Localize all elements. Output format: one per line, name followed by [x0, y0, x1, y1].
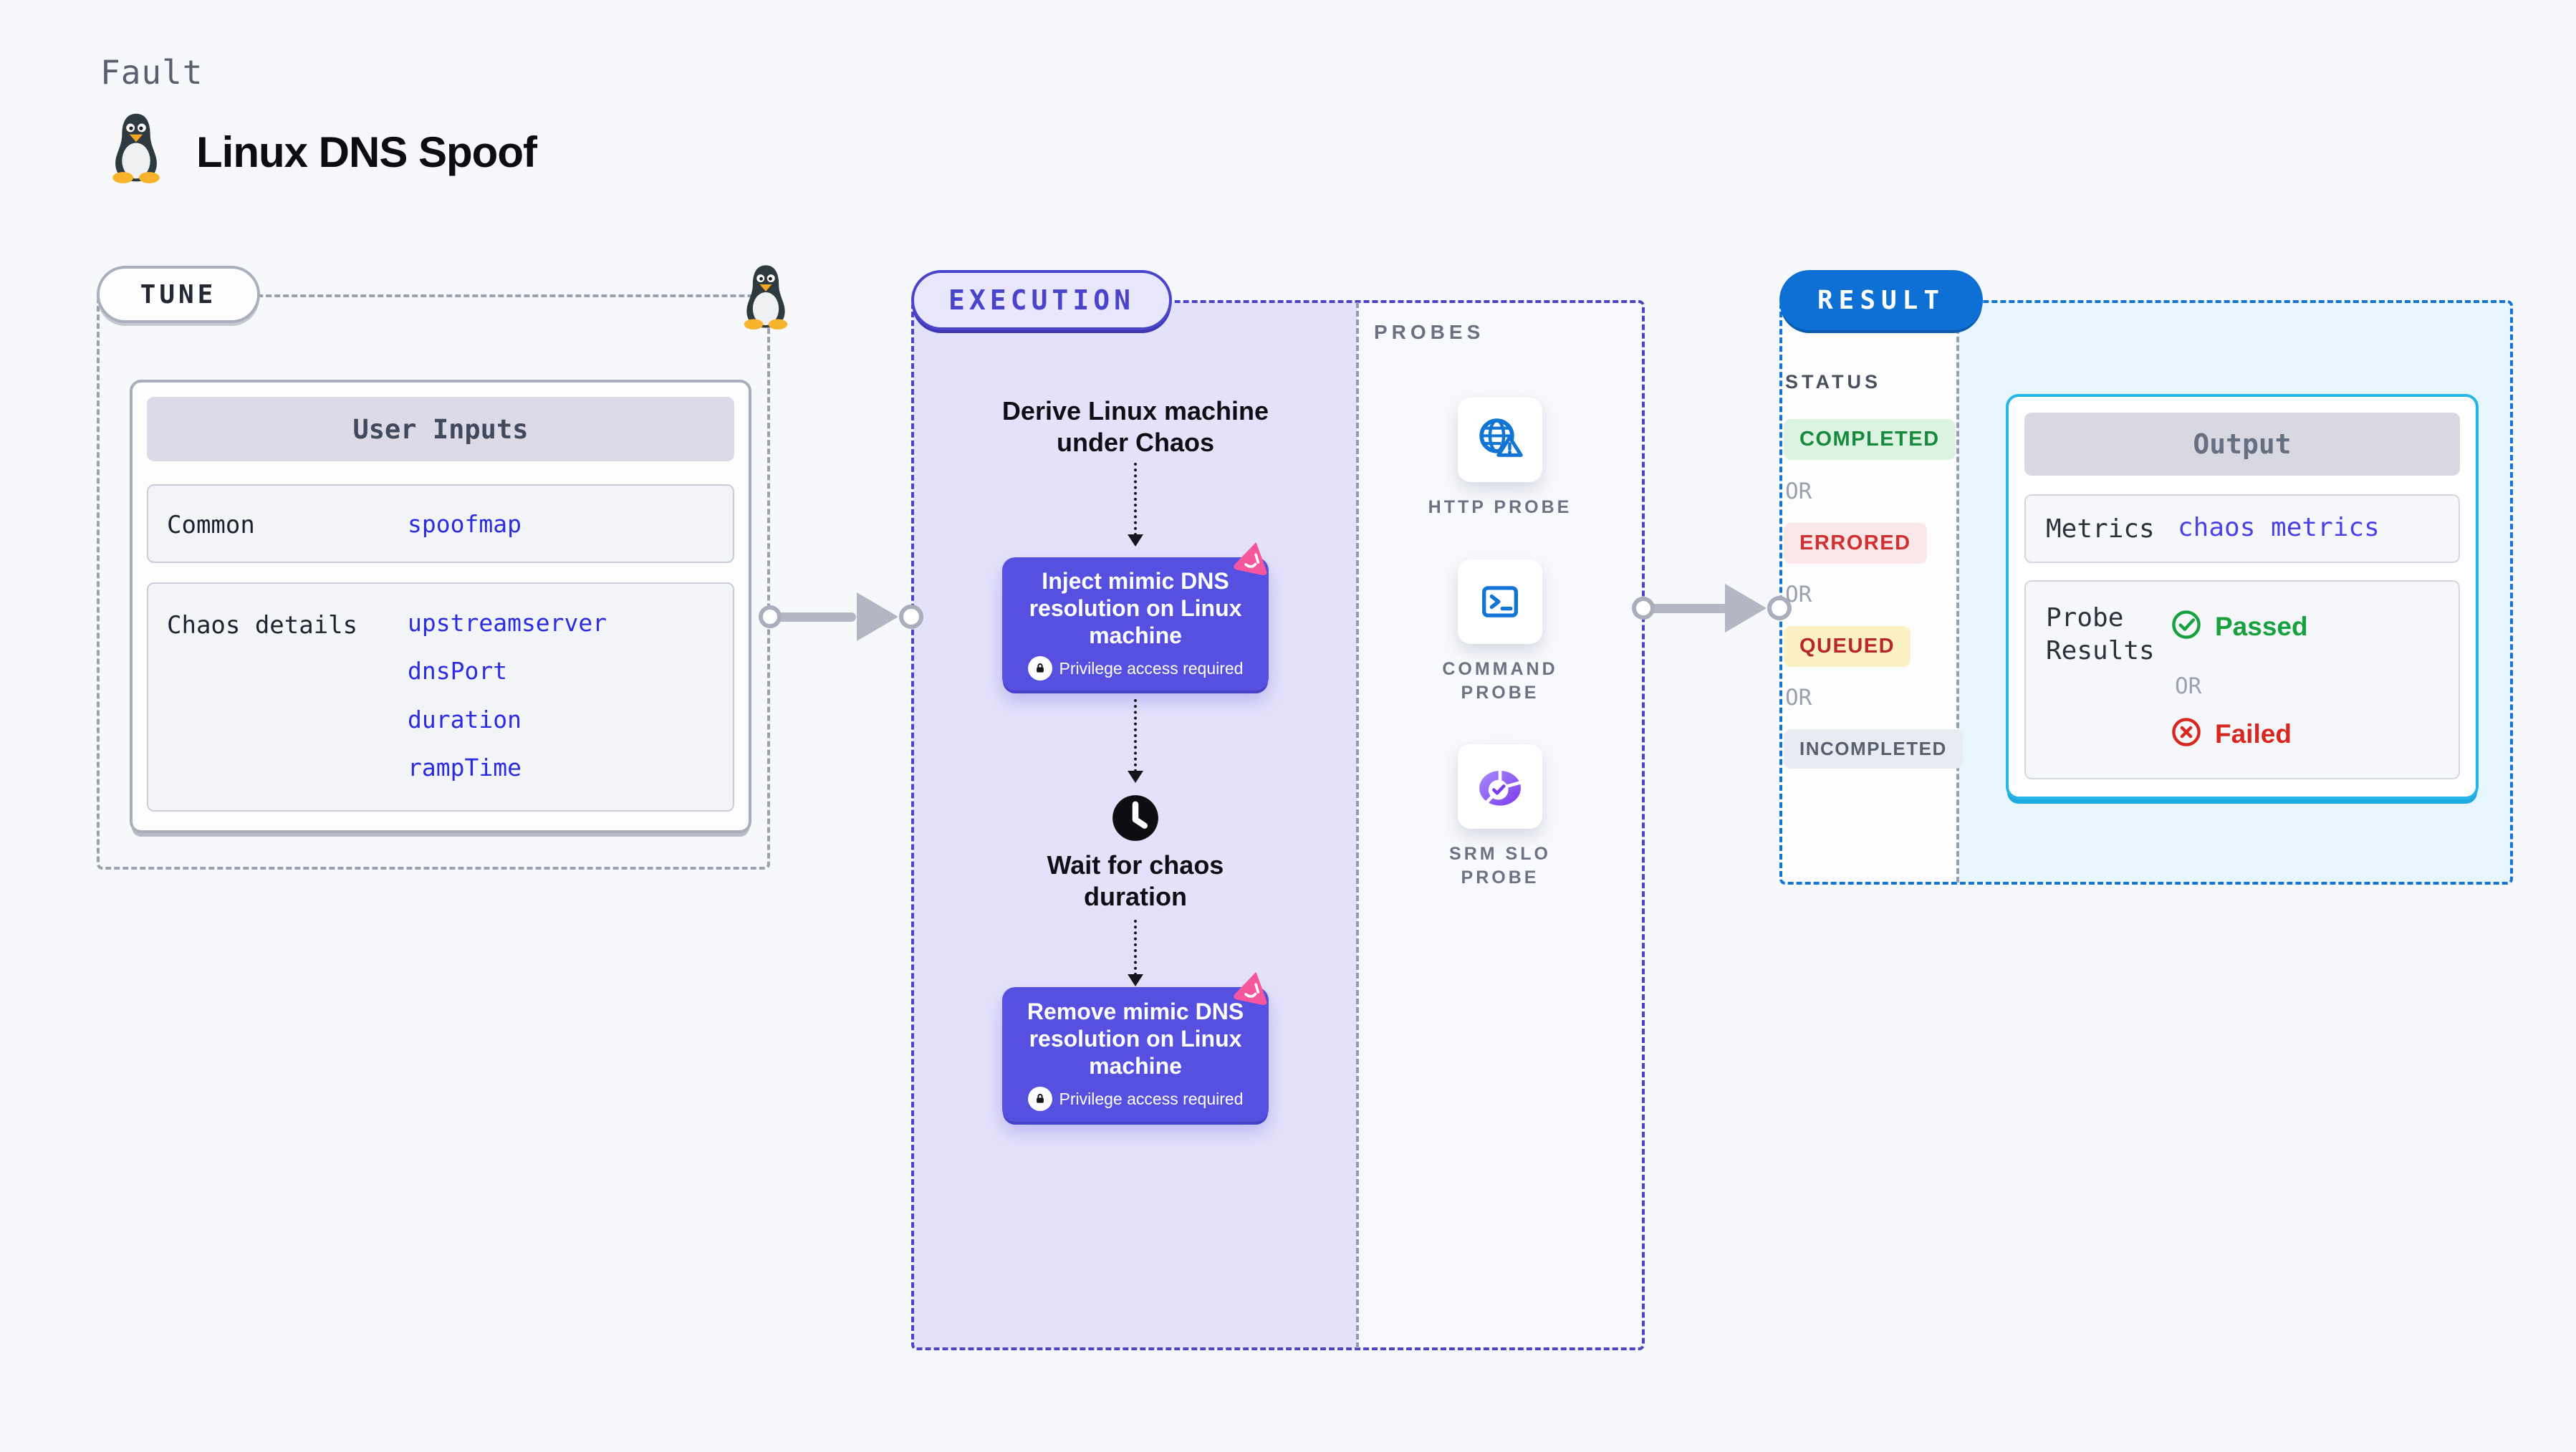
exec-result-arrow-head: [1725, 584, 1767, 633]
flow-connector-3: [1134, 920, 1137, 976]
passed-check-icon: [2172, 610, 2201, 639]
srm-slo-probe-label: SRM SLO PROBE: [1449, 844, 1551, 888]
status-badge-incompleted: INCOMPLETED: [1784, 729, 1963, 769]
status-badge-queued: QUEUED: [1784, 626, 1911, 667]
privilege-label: Privilege access required: [1059, 658, 1244, 678]
result-divider: [1956, 302, 1959, 883]
inject-step-node: Inject mimic DNS resolution on Linux mac…: [1002, 557, 1269, 691]
execution-section-box: [911, 300, 1645, 1350]
probe-results-row: [2024, 580, 2460, 779]
srm-slo-probe-card: [1458, 744, 1542, 829]
chaos-logo-icon: [1234, 542, 1267, 576]
chaos-value-dnsport: dnsPort: [408, 657, 508, 685]
lock-icon: [1027, 656, 1052, 681]
terminal-icon: [1482, 586, 1518, 617]
or-separator: OR: [2175, 673, 2202, 699]
output-title: Output: [2193, 428, 2292, 460]
command-probe-card: [1458, 559, 1542, 644]
passed-label: Passed: [2215, 612, 2308, 641]
privilege-label: Privilege access required: [1059, 1089, 1244, 1108]
page-title: Linux DNS Spoof: [196, 128, 537, 176]
remove-step-label: Remove mimic DNS resolution on Linux mac…: [1027, 999, 1244, 1079]
globe-alert-icon: [1479, 418, 1523, 457]
tune-output-port: [759, 605, 782, 628]
execution-probes-divider: [1356, 302, 1359, 1348]
metrics-row: [2024, 494, 2460, 563]
result-badge-label: RESULT: [1817, 285, 1946, 315]
exec-result-arrow-shaft: [1645, 604, 1728, 613]
slo-gauge-icon: [1479, 769, 1522, 806]
http-probe-card: [1458, 398, 1542, 482]
privilege-row: Privilege access required: [1027, 1087, 1244, 1111]
status-pane: [1782, 302, 1958, 883]
metrics-value: chaos metrics: [2178, 513, 2380, 542]
common-row: [147, 484, 734, 563]
or-separator: OR: [1785, 685, 1812, 711]
result-badge: RESULT: [1779, 270, 1983, 330]
chaos-value-ramptime: rampTime: [408, 754, 522, 782]
tux-penguin-icon: [112, 113, 160, 183]
chaos-details-label: Chaos details: [167, 611, 358, 640]
privilege-row: Privilege access required: [1027, 656, 1244, 681]
user-inputs-title: User Inputs: [352, 413, 529, 445]
flow-connector-3-arrowhead: [1128, 974, 1143, 986]
remove-step-node: Remove mimic DNS resolution on Linux mac…: [1002, 987, 1269, 1122]
exec-input-port: [899, 605, 923, 629]
output-header: Output: [2024, 413, 2460, 476]
lock-icon: [1027, 1087, 1052, 1111]
wait-step-label: Wait for chaos duration: [1047, 850, 1224, 911]
chaos-logo-icon: [1234, 971, 1267, 1006]
http-probe-label: HTTP PROBE: [1428, 497, 1572, 517]
tune-exec-arrow-head: [857, 592, 898, 641]
common-row-label: Common: [167, 511, 255, 539]
inject-step-label: Inject mimic DNS resolution on Linux mac…: [1029, 568, 1242, 648]
failed-label: Failed: [2215, 719, 2292, 749]
flow-connector-1-arrowhead: [1128, 534, 1143, 547]
tune-badge: TUNE: [97, 266, 260, 323]
tune-badge-label: TUNE: [140, 279, 217, 309]
flow-connector-2-arrowhead: [1128, 771, 1143, 783]
clock-icon: [1112, 795, 1158, 841]
status-badge-errored: ERRORED: [1784, 523, 1927, 564]
probes-heading: PROBES: [1374, 321, 1485, 343]
exec-output-port: [1632, 597, 1655, 620]
execution-badge-label: EXECUTION: [948, 284, 1135, 316]
tune-section-box: [97, 294, 770, 870]
derive-step-label: Derive Linux machine under Chaos: [1001, 396, 1269, 457]
status-badge-completed: COMPLETED: [1784, 419, 1956, 460]
tune-exec-arrow-shaft: [772, 612, 856, 622]
or-separator: OR: [1785, 479, 1812, 504]
execution-badge: EXECUTION: [911, 270, 1172, 330]
status-heading: STATUS: [1785, 371, 1881, 393]
common-row-value: spoofmap: [408, 510, 522, 538]
fault-kicker: Fault: [100, 53, 203, 92]
chaos-value-upstreamserver: upstreamserver: [408, 609, 607, 637]
probe-results-label: Probe Results: [2046, 603, 2155, 665]
result-section-box: [1779, 300, 2513, 885]
tux-penguin-corner-icon: [744, 265, 788, 330]
failed-x-icon: [2172, 718, 2201, 746]
flow-connector-1: [1134, 463, 1137, 536]
result-input-port: [1767, 596, 1792, 620]
flow-connector-2: [1134, 699, 1137, 772]
user-inputs-header: User Inputs: [147, 397, 734, 461]
metrics-label: Metrics: [2046, 514, 2155, 544]
chaos-value-duration: duration: [408, 706, 522, 734]
chaos-details-row: [147, 582, 734, 812]
command-probe-label: COMMAND PROBE: [1442, 659, 1558, 703]
